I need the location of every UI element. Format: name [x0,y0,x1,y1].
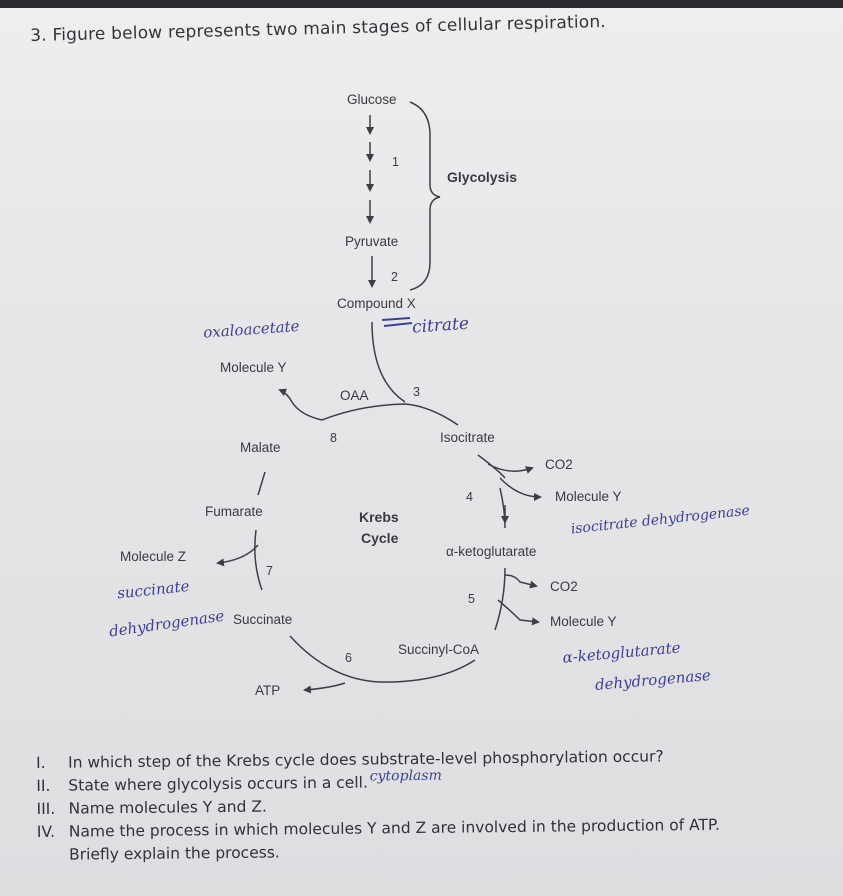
step-5-branch [497,574,540,626]
handwriting-succinate: succinate [116,577,190,602]
glucose-label: Glucose [347,92,397,107]
molecule-y-top-label: Molecule Y [220,360,287,375]
handwriting-citrate-group: citrate [411,314,469,338]
strikethrough-mark [381,317,413,327]
handwriting-dehydrogenase-group: dehydrogenase [108,607,226,641]
handwriting-citrate: citrate [411,314,469,338]
step-6-label: 6 [345,651,352,665]
atp-arrow [303,682,346,694]
step-4-branch [477,454,542,524]
step-4-label: 4 [466,490,473,504]
cycle-label: Cycle [361,530,399,546]
alpha-ketoglutarate-label: α-ketoglutarate [446,544,536,559]
step-2-label: 2 [391,270,398,284]
handwriting-oxaloacetate-group: oxaloacetate [203,317,301,342]
question-2-text: State where glycolysis occurs in a cell. [68,773,368,795]
glycolysis-label: Glycolysis [447,169,517,185]
step-1-label: 1 [392,155,399,169]
top-edge-bar [0,0,843,8]
handwriting-akg-group: α-ketoglutarate dehydrogenase [562,639,712,695]
step-3-label: 3 [413,385,420,399]
glycolysis-brace [409,101,441,291]
question-4b-text: Briefly explain the process. [68,843,280,864]
question-3-number: III. [36,799,56,818]
question-1-number: I. [36,753,46,772]
handwriting-akg-1: α-ketoglutarate [562,639,682,667]
step-5-label: 5 [468,592,475,606]
question-2-number: II. [36,776,51,795]
step-8-label: 8 [330,431,337,445]
krebs-cycle-arc [254,403,506,683]
compound-x-to-oaa-line [371,321,406,403]
molecule-y-a-label: Molecule Y [555,489,622,504]
succinate-label: Succinate [233,612,292,627]
co2-a-label: CO2 [545,457,573,472]
handwriting-succinate-group: succinate [116,577,190,602]
fumarate-label: Fumarate [205,504,263,519]
handwriting-akg-2: dehydrogenase [594,666,711,694]
molecule-y-b-label: Molecule Y [550,614,617,629]
krebs-label: Krebs [359,509,399,525]
oaa-label: OAA [340,388,369,403]
pyruvate-label: Pyruvate [345,234,398,249]
glycolysis-arrows [366,115,376,288]
question-3-text: Name molecules Y and Z. [68,797,267,818]
step-7-label: 7 [266,564,273,578]
co2-b-label: CO2 [550,579,578,594]
handwriting-dehydrogenase-z: dehydrogenase [108,607,226,641]
handwriting-isocitrate-dh: isocitrate dehydrogenase [570,503,750,538]
succinyl-coa-label: Succinyl-CoA [398,642,479,657]
atp-label: ATP [255,683,280,698]
question-list: I. In which step of the Krebs cycle does… [36,744,837,867]
handwriting-isocitrate-dh-group: isocitrate dehydrogenase [570,503,750,538]
handwriting-oxaloacetate: oxaloacetate [203,317,301,342]
compound-x-label: Compound X [337,296,416,311]
isocitrate-label: Isocitrate [440,430,495,445]
question-4-number: IV. [36,822,56,841]
handwriting-cytoplasm: cytoplasm [369,767,442,785]
malate-label: Malate [240,440,281,455]
molecule-z-arrow [216,544,259,567]
molecule-y-top-arrow [278,388,323,421]
molecule-z-label: Molecule Z [120,549,186,564]
